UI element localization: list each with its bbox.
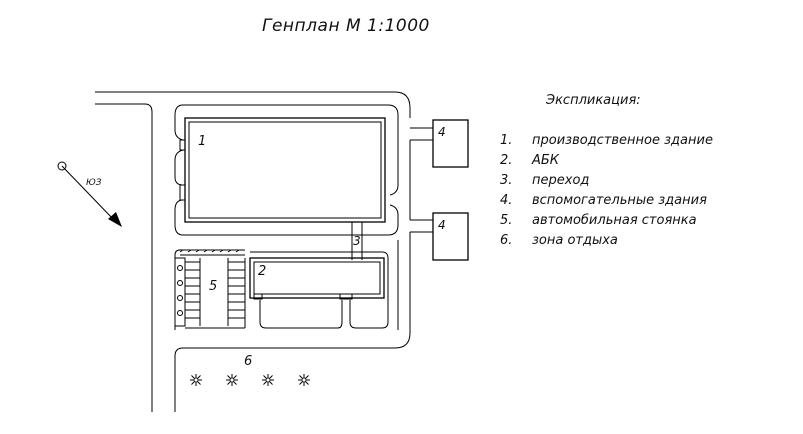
building-passage: 3	[351, 222, 363, 260]
road-network	[95, 91, 433, 412]
legend-num-2: 2.	[500, 153, 512, 168]
building-auxiliary-a: 4	[432, 119, 469, 168]
parking-stalls-left	[185, 258, 201, 326]
tree-icon	[190, 374, 202, 386]
tree-icon	[226, 374, 238, 386]
label-building-4a: 4	[438, 125, 446, 139]
wind-label: ЮЗ	[86, 178, 102, 188]
legend-text-3: переход	[532, 173, 589, 188]
parking-markers	[177, 265, 183, 316]
legend-num-6: 6.	[500, 233, 512, 248]
legend-text-2: АБК	[531, 153, 560, 168]
legend-text-1: производственное здание	[532, 133, 713, 148]
legend-title: Экспликация:	[545, 93, 641, 108]
legend-text-6: зона отдыха	[532, 233, 618, 248]
legend-text-5: автомобильная стоянка	[532, 213, 697, 228]
recreation-zone: 6	[190, 354, 310, 386]
wind-arrow-icon: ЮЗ	[57, 161, 122, 227]
building-abk: 2	[249, 257, 385, 300]
label-building-4b: 4	[438, 218, 446, 232]
legend-num-5: 5.	[500, 213, 512, 228]
label-building-2: 2	[258, 264, 266, 279]
parking-stalls-right	[227, 258, 245, 326]
building-production: 1	[179, 117, 386, 223]
label-building-5: 5	[209, 279, 217, 294]
legend: Экспликация: 1. производственное здание …	[500, 93, 713, 248]
plan-title: Генплан М 1:1000	[262, 16, 430, 36]
legend-num-1: 1.	[500, 133, 512, 148]
tree-icon	[298, 374, 310, 386]
parking-lot: 5	[174, 249, 246, 330]
label-building-1: 1	[198, 134, 206, 149]
label-zone-6: 6	[244, 354, 252, 369]
legend-text-4: вспомогательные здания	[532, 193, 707, 208]
building-auxiliary-b: 4	[432, 212, 469, 261]
legend-num-4: 4.	[500, 193, 512, 208]
label-building-3: 3	[353, 234, 361, 248]
tree-icon	[262, 374, 274, 386]
legend-num-3: 3.	[500, 173, 512, 188]
